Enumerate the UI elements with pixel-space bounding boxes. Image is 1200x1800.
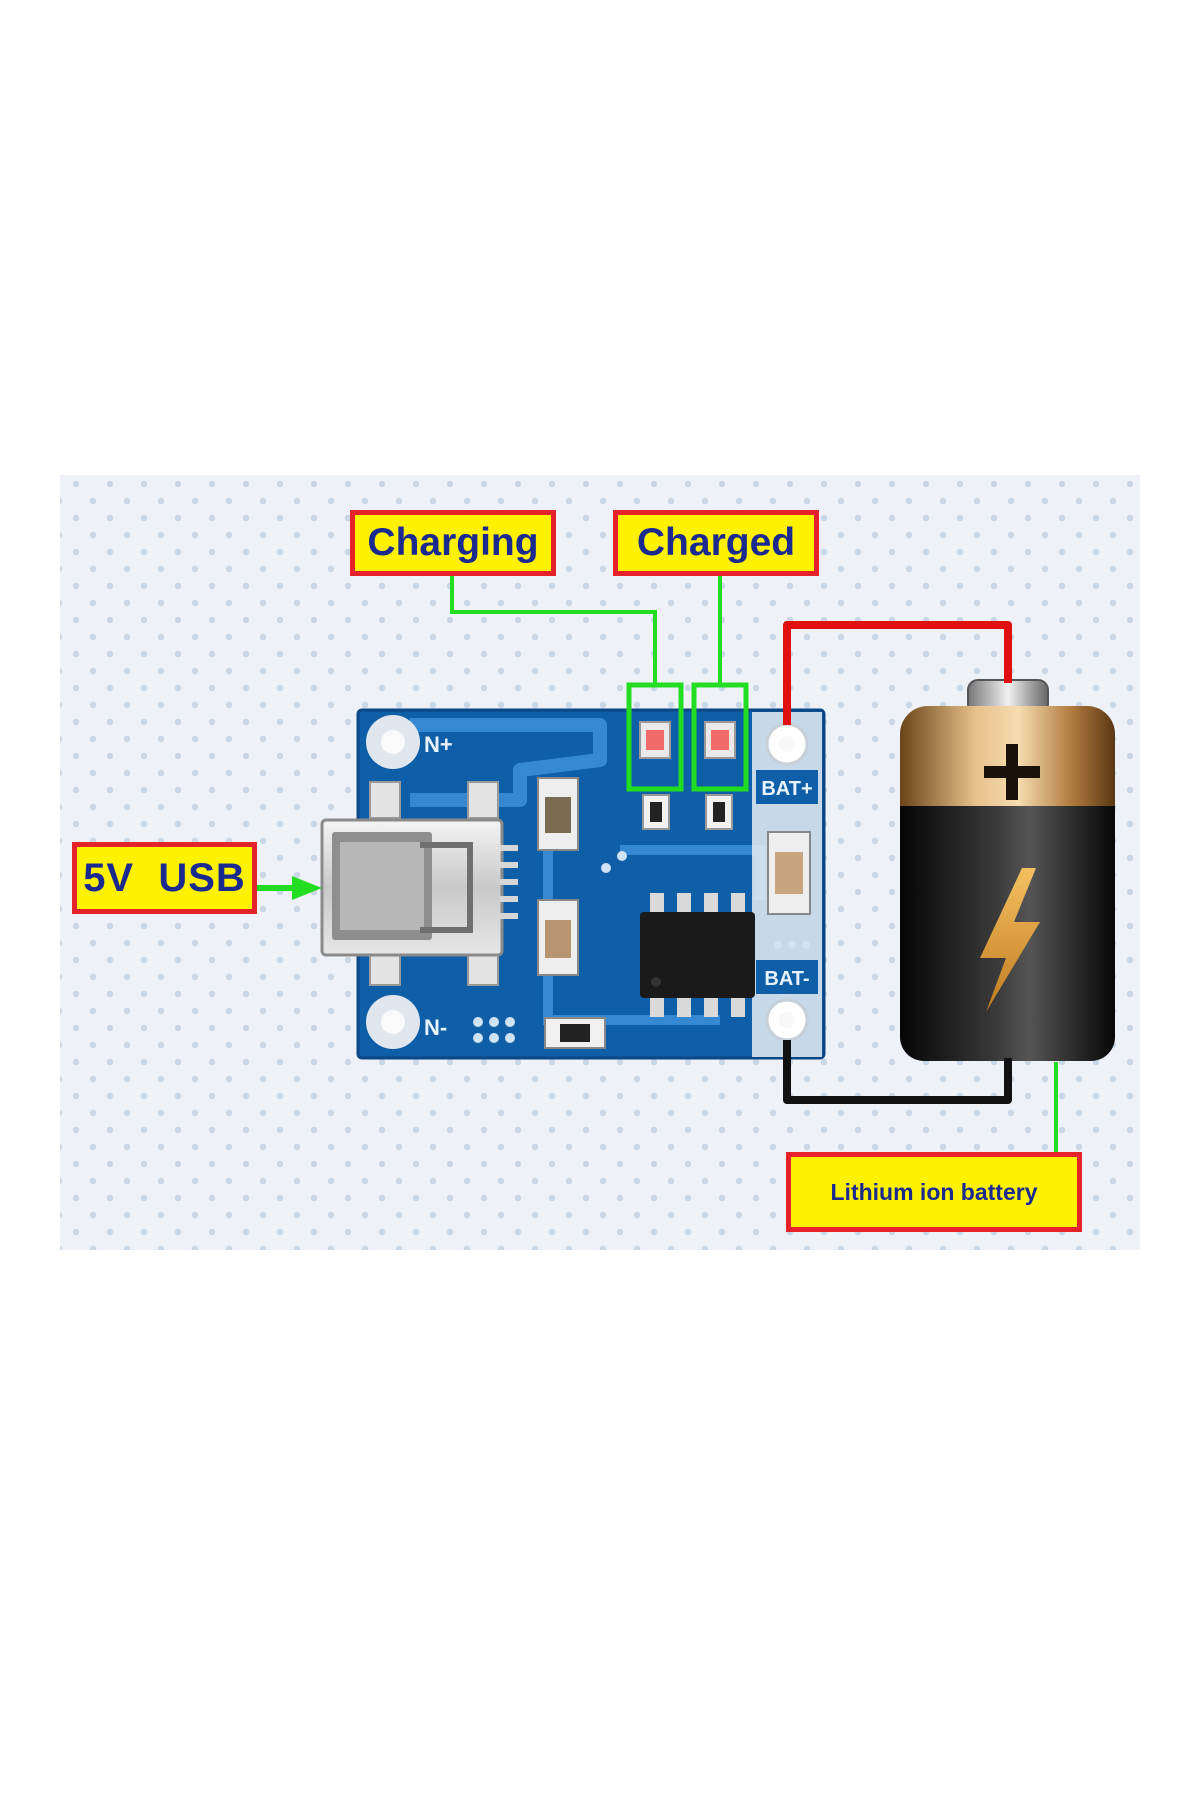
usb-arrow-icon (292, 876, 322, 900)
positive-wire (783, 621, 1012, 725)
bat-minus-pad (765, 998, 809, 1042)
battery-callout: Lithium ion battery (786, 1152, 1082, 1232)
capacitor-c1 (537, 777, 579, 851)
pcb-trace (410, 718, 607, 807)
resistor-r1 (642, 794, 670, 830)
bat-minus-label-bg (756, 960, 818, 994)
capacitor-c3 (767, 831, 811, 915)
resistor-r3 (544, 1017, 606, 1049)
charging-led (639, 721, 671, 759)
charged-callout: Charged (613, 510, 819, 576)
charged-led-highlight (691, 682, 749, 792)
negative-wire (783, 1040, 1012, 1104)
pad-bat-plus-label: BAT+ (761, 778, 812, 800)
mini-usb-connector (320, 781, 518, 986)
pad-in-minus-label: N- (424, 1015, 447, 1040)
bat-plus-label-bg (756, 770, 818, 804)
usb-input-callout: 5V USB (72, 842, 257, 914)
plus-sign-icon (984, 744, 1040, 800)
pcb-vias (473, 851, 810, 1043)
mounting-hole-in-plus (366, 715, 420, 769)
lightning-bolt-icon (980, 868, 1040, 1012)
bat-plus-pad (765, 722, 809, 766)
charging-led-highlight (626, 682, 684, 792)
charger-pcb: N+ N- BAT+ BAT- (320, 708, 826, 1060)
pointer-lines (257, 576, 1058, 1152)
mounting-hole-in-minus (366, 995, 420, 1049)
charger-ic-chip (640, 893, 755, 1017)
pad-bat-minus-label: BAT- (764, 968, 809, 990)
capacitor-c2 (537, 899, 579, 976)
charging-pointer-line (450, 576, 657, 685)
charging-callout: Charging (350, 510, 556, 576)
pad-in-plus-label: N+ (424, 732, 453, 757)
charged-led (704, 721, 736, 759)
lithium-ion-battery (900, 679, 1115, 1061)
